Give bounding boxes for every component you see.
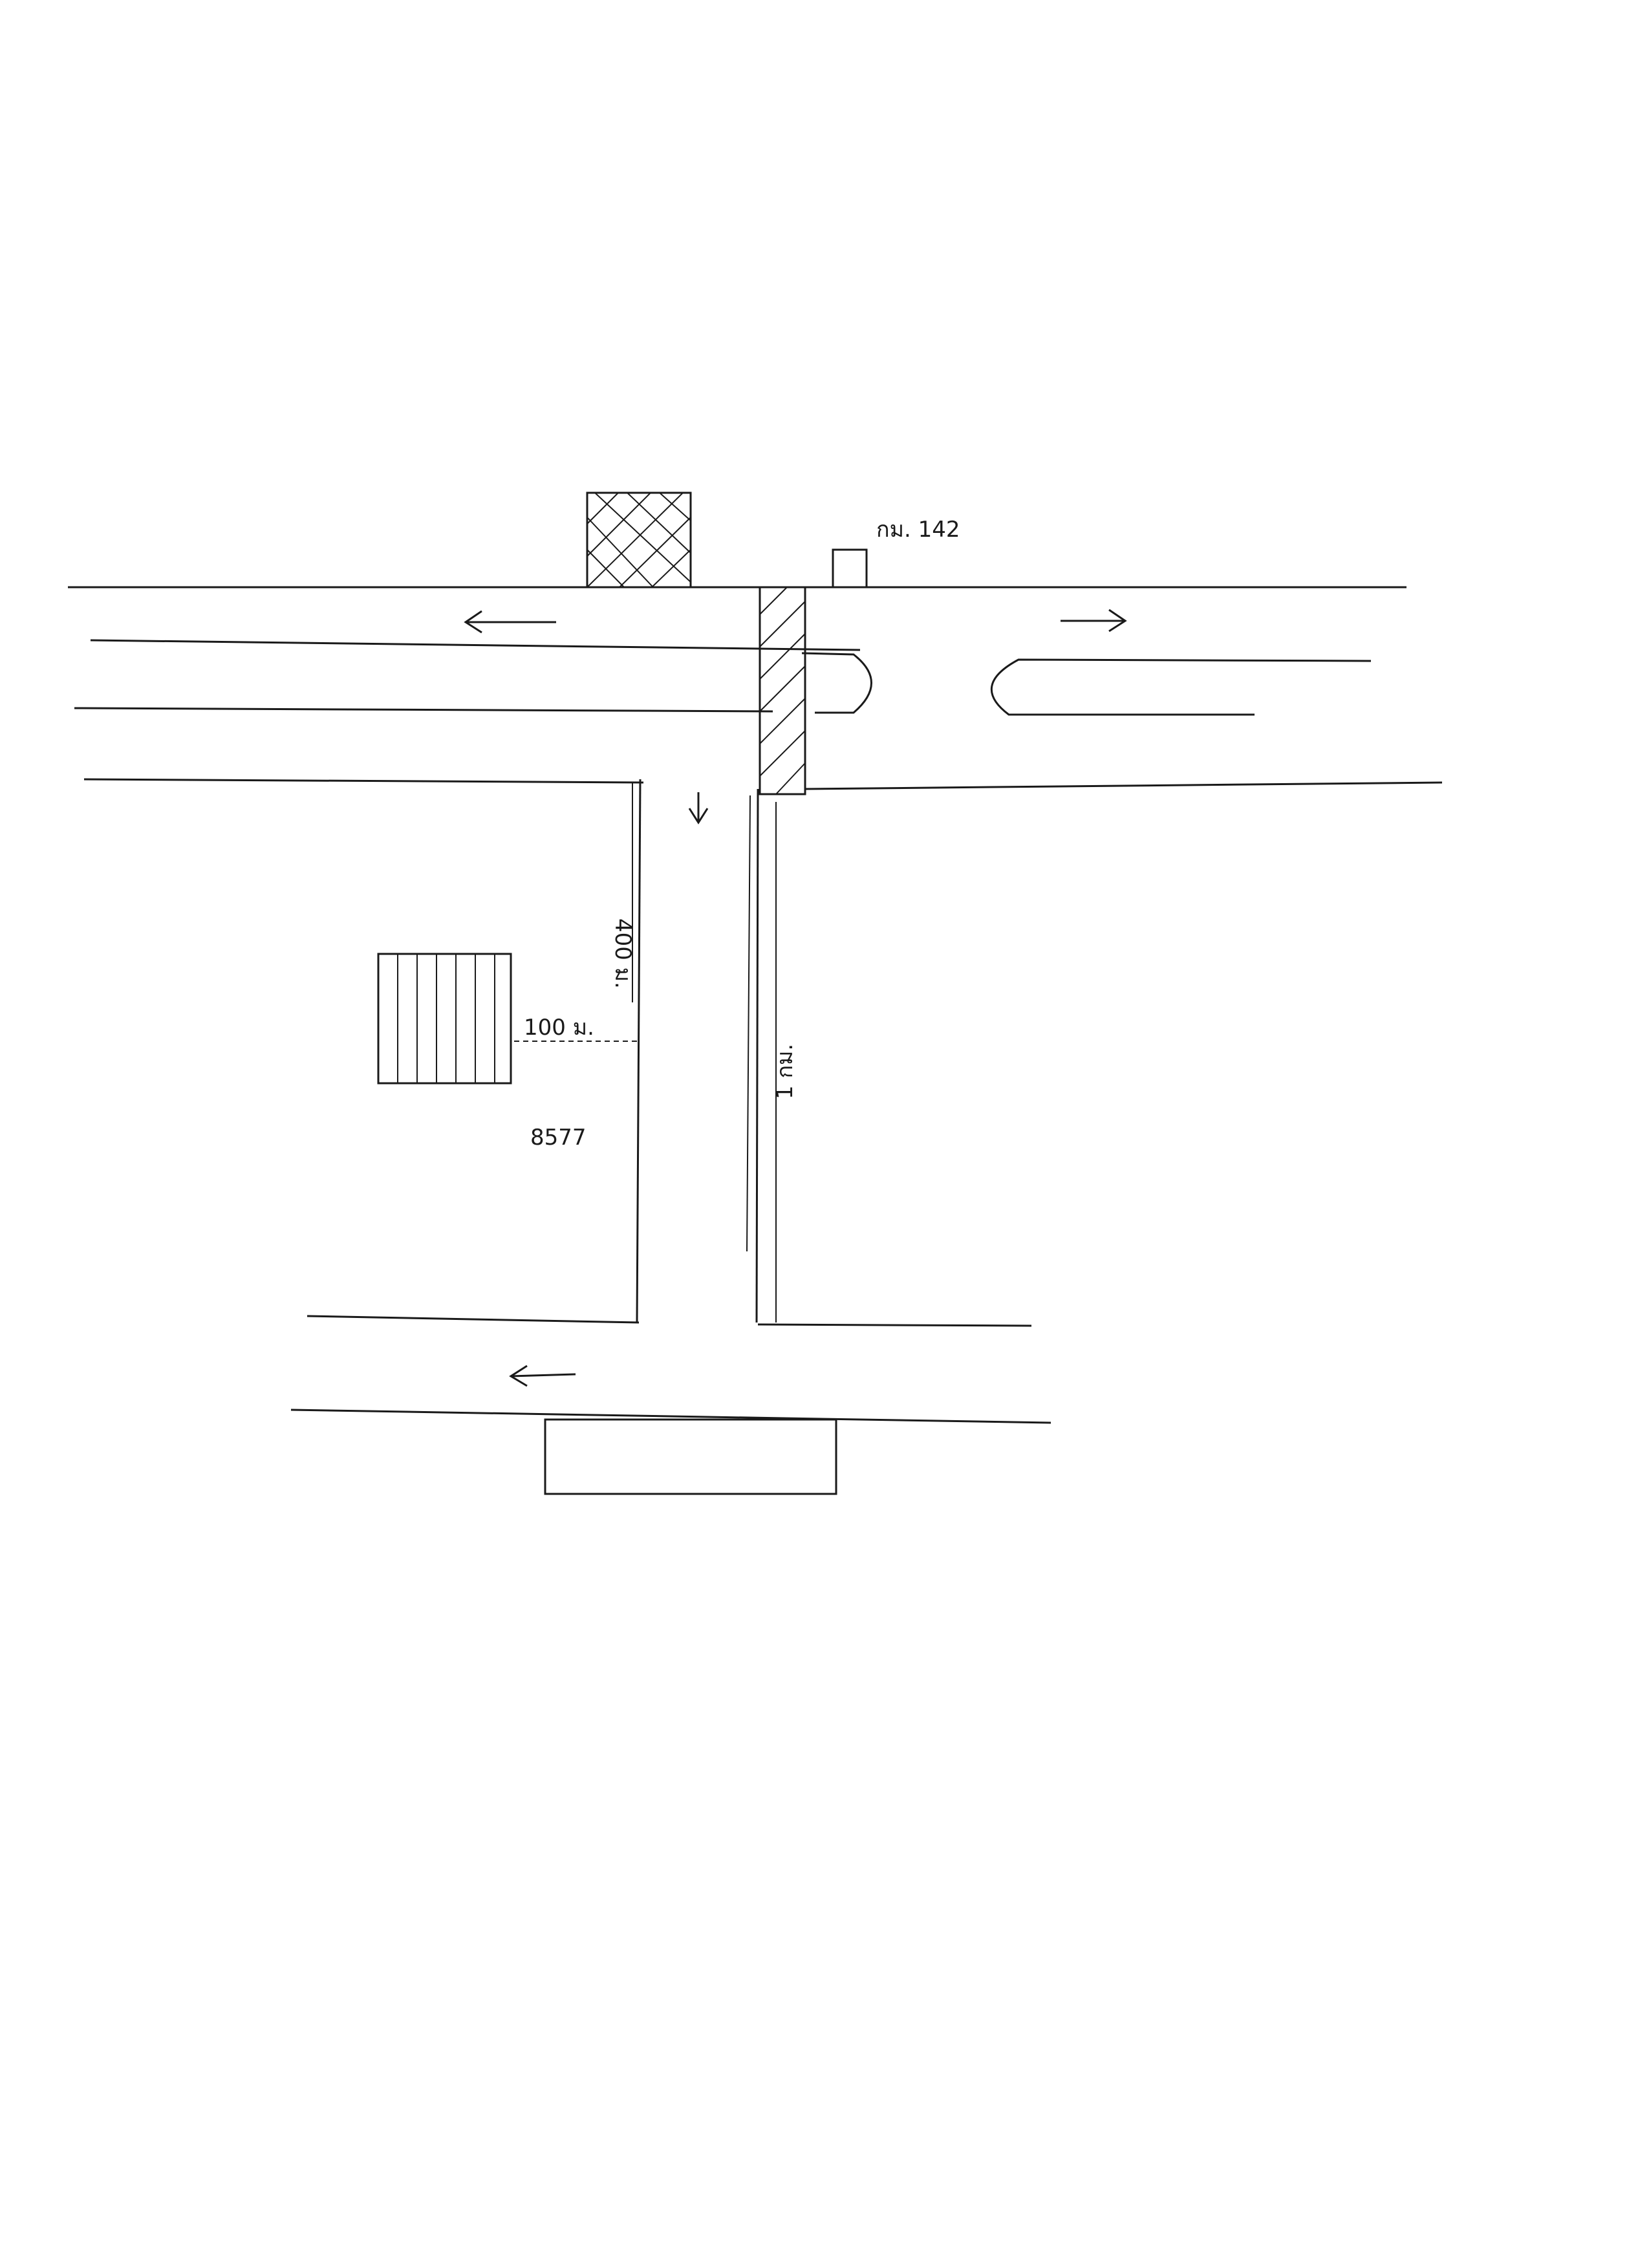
median-end-left xyxy=(801,652,872,714)
lower-road-bottom xyxy=(290,1409,1051,1424)
km-marker-post xyxy=(832,548,868,589)
label-100m: 100 ม. xyxy=(524,1015,594,1041)
label-1km: 1 กม. xyxy=(772,1044,798,1099)
side-road-inner-line xyxy=(746,795,751,1252)
arrow-left-top xyxy=(464,610,556,634)
lower-road-top-left xyxy=(307,1315,640,1324)
building-north-hatch xyxy=(587,492,691,588)
temple-box xyxy=(544,1418,837,1495)
arrow-left-lower xyxy=(509,1365,576,1387)
median-end-right xyxy=(990,658,1372,716)
side-road-left-edge xyxy=(636,779,641,1323)
land-plot xyxy=(377,953,512,1085)
crossing-hatch-area xyxy=(759,586,806,795)
label-400m: 400 ม. xyxy=(610,918,636,989)
side-road-right-edge xyxy=(755,788,759,1323)
highway-edge-bottom-left xyxy=(83,778,644,784)
highway-edge-bottom-right xyxy=(804,781,1443,790)
highway-median-top xyxy=(90,639,861,651)
label-plot-number: 8577 xyxy=(530,1125,587,1150)
building-north xyxy=(586,491,692,589)
highway-median-bottom xyxy=(74,707,773,713)
arrow-down-side xyxy=(688,792,709,825)
arrow-right-top xyxy=(1061,609,1127,632)
land-plot-stripes xyxy=(397,954,495,1083)
label-km-marker: กม. 142 xyxy=(876,517,960,543)
crossing-hatch xyxy=(759,587,806,795)
lower-road-top-right xyxy=(757,1323,1032,1327)
